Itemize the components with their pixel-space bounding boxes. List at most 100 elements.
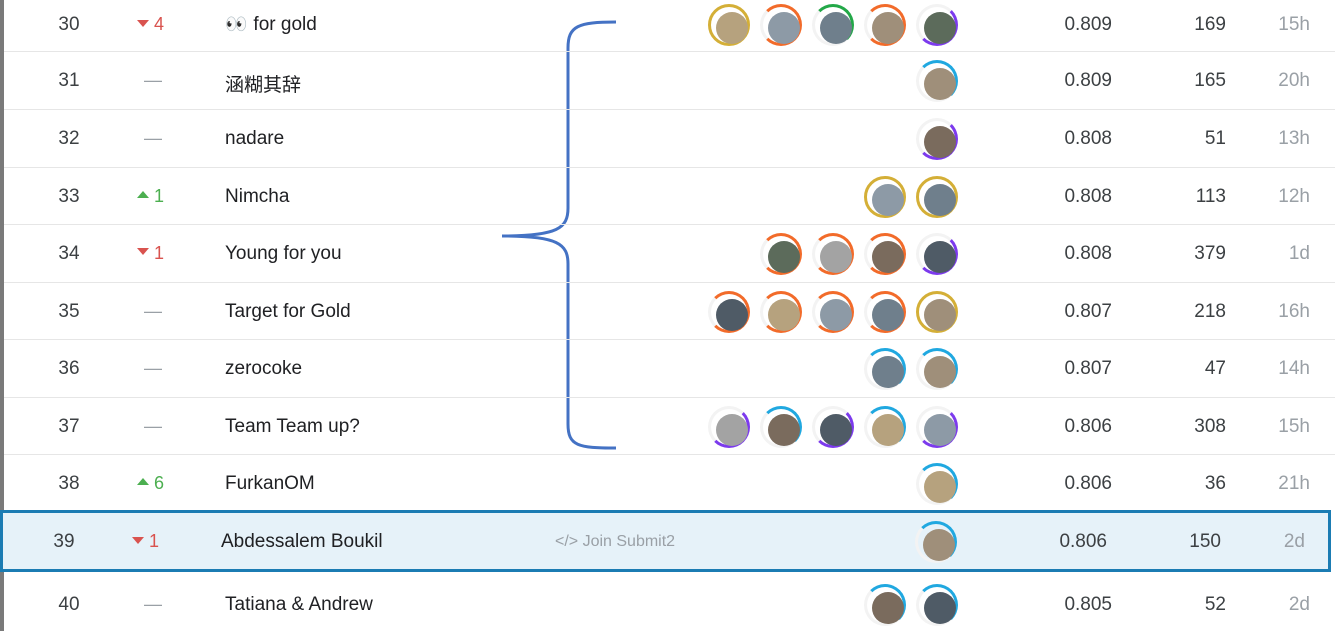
member-avatar[interactable] [916,347,958,390]
team-name-label: Abdessalem Boukil [221,531,383,552]
row-divider [4,339,1335,340]
team-name-label: FurkanOM [225,472,315,494]
rank-change-value: — [144,127,162,148]
member-avatar[interactable] [916,59,958,102]
member-avatar[interactable] [864,405,906,448]
member-avatar[interactable] [916,4,958,46]
team-name-label: zerocoke [225,357,303,379]
team-name[interactable]: nadare [225,128,284,150]
rank-change-value: 6 [154,472,165,493]
rank-change-value: — [144,415,162,436]
rank-change: 6 [137,473,173,494]
member-avatar[interactable] [812,4,854,46]
member-avatar[interactable] [864,290,906,333]
avatar-image [924,298,956,331]
rank-cell: 38 [58,472,80,494]
member-avatar[interactable] [812,405,854,448]
avatar-image [924,125,956,158]
avatar-image [872,183,904,216]
curly-brace-annotation [501,20,617,450]
last-submission-cell: 13h [1278,127,1310,149]
member-avatar[interactable] [915,521,957,563]
avatar-image [820,413,852,446]
member-avatar[interactable] [812,232,854,275]
join-team-link[interactable]: </> Join Submit2 [555,533,676,550]
arrow-down-icon [137,19,149,27]
member-avatar[interactable] [760,232,802,275]
team-name-label: Target for Gold [225,300,351,322]
avatar-image [716,413,748,446]
team-name[interactable]: FurkanOM [225,473,315,495]
member-avatar[interactable] [708,4,750,46]
member-avatar[interactable] [864,347,906,390]
member-avatar[interactable] [760,4,802,46]
rank-cell: 36 [58,357,80,379]
arrow-up-icon [137,191,149,199]
rank-cell: 33 [58,185,80,207]
member-avatar[interactable] [916,175,958,218]
member-avatar[interactable] [708,290,750,333]
member-avatar[interactable] [864,175,906,218]
member-avatar[interactable] [916,232,958,275]
member-avatar[interactable] [864,4,906,46]
score-cell: 0.808 [1064,242,1112,264]
rank-change: 1 [132,531,168,552]
last-submission-cell: 12h [1278,185,1310,207]
last-submission-cell: 20h [1278,69,1310,91]
member-avatar[interactable] [760,290,802,333]
score-cell: 0.808 [1064,127,1112,149]
rank-change: — [144,358,180,379]
last-submission-cell: 14h [1278,357,1310,379]
member-avatar[interactable] [760,405,802,448]
avatar-image [872,413,904,446]
rank-change: — [144,128,180,149]
member-avatar[interactable] [708,405,750,448]
arrow-up-icon [137,478,149,486]
team-name-label: nadare [225,127,285,149]
member-avatar[interactable] [916,583,958,626]
row-divider [4,109,1335,110]
member-avatar[interactable] [864,232,906,275]
rank-cell: 30 [58,14,80,35]
team-name[interactable]: Tatiana & Andrew [225,594,373,616]
member-avatar[interactable] [916,117,958,160]
member-avatar[interactable] [864,583,906,626]
row-divider [4,397,1335,398]
score-cell: 0.806 [1059,531,1107,552]
rank-change-value: — [144,593,162,614]
team-name-label: Nimcha [225,185,290,207]
member-avatar[interactable] [812,290,854,333]
member-avatar[interactable] [916,290,958,333]
member-avatar[interactable] [916,462,958,505]
team-name[interactable]: 👀for gold [225,14,317,36]
score-cell: 0.809 [1064,69,1112,91]
member-avatar[interactable] [916,405,958,448]
team-name[interactable]: Young for you [225,243,342,265]
avatar-image [924,470,956,503]
last-submission-cell: 2d [1288,593,1310,615]
avatar-image [872,240,904,273]
avatar-image [924,183,956,216]
team-name[interactable]: zerocoke [225,358,302,380]
team-name[interactable]: Abdessalem Boukil [221,531,383,553]
rank-cell: 39 [53,531,75,552]
team-name[interactable]: Team Team up? [225,416,360,438]
team-name[interactable]: 涵糊其辞 [225,70,301,97]
rank-change: 1 [137,186,173,207]
team-name[interactable]: Nimcha [225,186,289,208]
team-name-label: Young for you [225,242,342,264]
team-name[interactable]: Target for Gold [225,301,351,323]
row-divider [4,224,1335,225]
table-row[interactable]: 39 1 Abdessalem Boukil </> Join Submit2 0.80… [0,510,1331,572]
